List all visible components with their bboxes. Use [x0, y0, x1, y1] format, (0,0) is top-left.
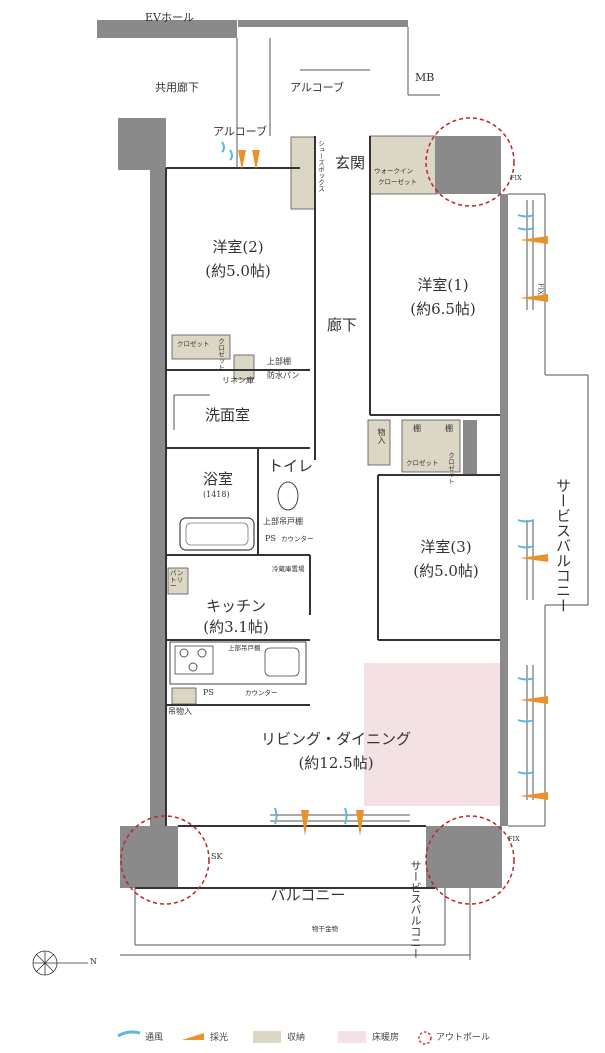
stove	[174, 645, 214, 675]
label-corridor: 廊下	[327, 316, 358, 334]
label-walkin-2: クローゼット	[378, 178, 417, 186]
floor-heating-area	[364, 663, 507, 806]
label-fix-bottom: FIX	[508, 835, 520, 843]
label-shoes-box: シューズボックス	[316, 140, 325, 192]
label-alcove-top: アルコーブ	[290, 81, 345, 94]
legend-floor-heating-label: 床暖房	[372, 1033, 400, 1043]
label-walkin-1: ウォークイン	[374, 167, 413, 175]
label-shelf-b: 棚	[445, 424, 453, 433]
label-kitchen-size: (約3.1帖)	[203, 618, 269, 636]
label-western3-name: 洋室(3)	[420, 538, 472, 556]
label-kitchen-name: キッチン	[205, 597, 267, 615]
label-ps2: PS	[203, 688, 214, 697]
legend-outpole-icon	[418, 1031, 432, 1045]
label-pantry: パントリー	[170, 569, 184, 590]
label-western1-name: 洋室(1)	[417, 276, 469, 294]
ventilation-marks	[221, 141, 535, 825]
storage-areas	[167, 135, 461, 705]
legend: 通風 採光 収納 床暖房 アウトポール	[0, 1027, 605, 1047]
label-western2-size: (約5.0帖)	[205, 262, 271, 280]
thin-lines	[120, 27, 589, 960]
outer-walls	[97, 20, 508, 888]
label-sk: SK	[211, 852, 223, 861]
interior-walls	[135, 136, 500, 889]
label-shelf-a: 棚	[413, 424, 421, 433]
label-upper-shelf1: 上部棚	[267, 357, 291, 366]
label-western1-size: (約6.5帖)	[410, 300, 476, 318]
legend-ventilation-label: 通風	[145, 1033, 164, 1043]
label-fix-mid: FIX	[536, 283, 545, 295]
label-western2-name: 洋室(2)	[212, 238, 264, 256]
label-counter2: カウンター	[245, 689, 278, 697]
label-service-balcony: サービスバルコニー	[554, 478, 572, 613]
label-counter1: カウンター	[281, 535, 314, 543]
legend-ventilation-icon	[117, 1030, 141, 1038]
compass-north-label: N	[90, 957, 97, 966]
daylight-marks	[238, 150, 548, 836]
label-ps1: PS	[265, 534, 276, 543]
label-linen: リネン庫	[222, 376, 254, 385]
legend-outpole-label: アウトポール	[436, 1033, 491, 1043]
label-fridge: 冷蔵庫置場	[272, 565, 305, 573]
label-closet-c: クロゼット	[406, 459, 439, 467]
label-hanging-storage: 吊物入	[168, 707, 192, 716]
label-service-balcony2: サービスバルコニー	[409, 860, 422, 959]
legend-daylight-icon	[182, 1033, 204, 1040]
label-genkan: 玄関	[335, 154, 366, 172]
label-upper-cabinet1: 上部吊戸棚	[263, 517, 303, 526]
legend-floor-heating-icon	[338, 1031, 366, 1043]
label-living-name: リビング・ダイニング	[260, 730, 412, 748]
label-closet-a: クロゼット	[177, 340, 210, 348]
label-mb: MB	[415, 71, 435, 84]
toilet-fixture	[277, 481, 299, 511]
label-closet-b: クロゼット	[216, 338, 225, 371]
outpole-rings	[120, 117, 515, 905]
label-common-corridor: 共用廊下	[155, 81, 199, 94]
label-closet-d: クロゼット	[446, 452, 455, 485]
label-upper-cabinet2: 上部吊戸棚	[228, 644, 261, 652]
label-waterproof-pan: 防水パン	[267, 371, 300, 380]
label-bath-size: (1418)	[203, 490, 230, 499]
windows	[270, 200, 534, 822]
label-fix-top: FIX	[510, 174, 522, 182]
legend-storage-label: 収納	[287, 1033, 306, 1043]
legend-storage-icon	[253, 1031, 281, 1043]
label-living-size: (約12.5帖)	[298, 754, 374, 772]
label-alcove-left: アルコーブ	[213, 125, 268, 138]
label-bath-name: 浴室	[203, 470, 234, 488]
label-ev-hall: EVホール	[145, 11, 194, 24]
label-western3-size: (約5.0帖)	[413, 562, 479, 580]
legend-daylight-label: 採光	[210, 1033, 229, 1043]
compass-icon	[32, 950, 88, 976]
label-washroom: 洗面室	[205, 406, 251, 424]
label-toilet: トイレ	[268, 457, 314, 475]
kitchen-sink	[264, 647, 300, 677]
label-storage: 物入	[377, 428, 386, 444]
kitchen-counter	[169, 641, 307, 685]
label-drying-hardware: 物干金物	[312, 925, 338, 933]
label-balcony: バルコニー	[270, 886, 346, 904]
bathtub	[179, 517, 255, 551]
